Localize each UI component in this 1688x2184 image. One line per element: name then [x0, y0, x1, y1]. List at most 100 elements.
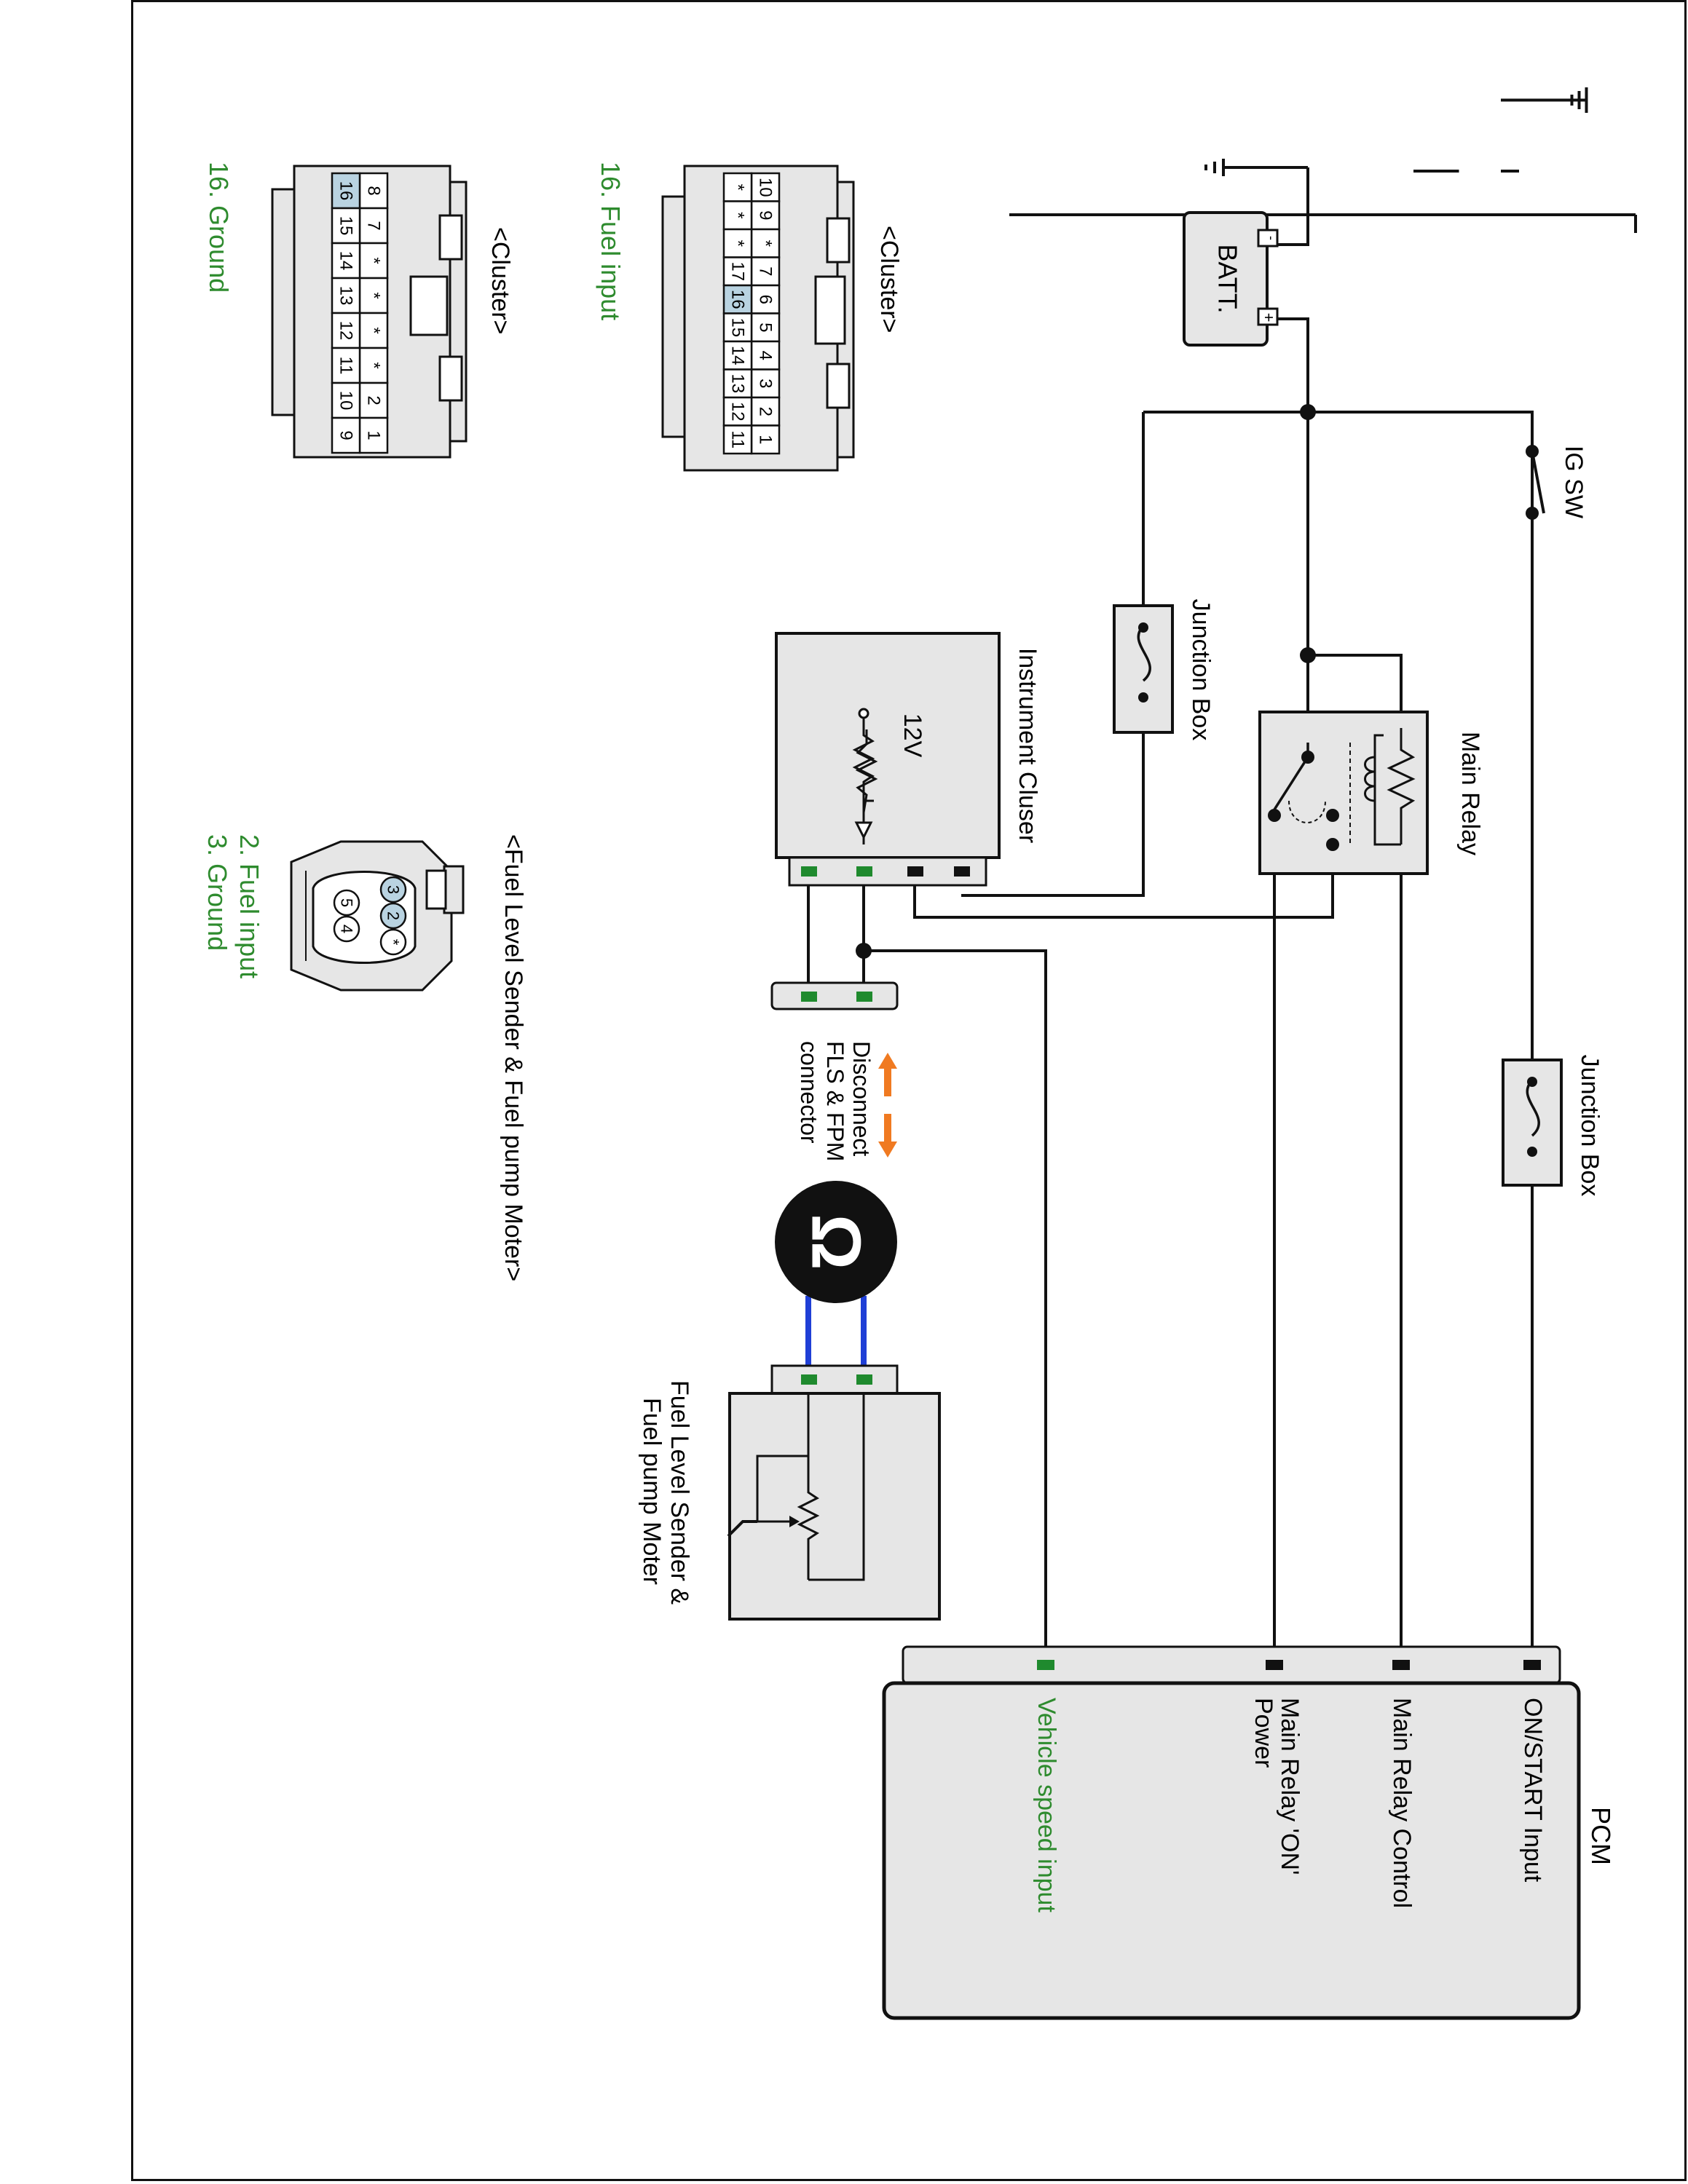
connector-pin-label: 10 [756, 178, 776, 197]
fls-pin-cell [379, 928, 407, 956]
ig-switch: IG SW [1526, 445, 1588, 520]
connector-pin-label: * [756, 240, 776, 247]
connector-pin-green [801, 992, 817, 1002]
disconnect-arrows [878, 1053, 897, 1158]
connector-pin-cell [750, 284, 781, 314]
connector-pin-label: 11 [336, 357, 356, 375]
junction-left-to-cluster [961, 699, 1145, 897]
fls-pin-cell [379, 876, 407, 903]
connector-pin-cell [750, 368, 781, 399]
pcm-main-relay-on-label2: Power [1250, 1698, 1277, 1768]
ohm-symbol: Ω [797, 1214, 875, 1270]
connector-pin-label: 13 [336, 286, 356, 306]
pcm: PCM ON/START Input Main Relay Control Ma… [882, 1645, 1616, 2020]
fls-pin-green [801, 1374, 817, 1385]
connector-pin-label: 8 [364, 186, 384, 195]
ig-sw-label: IG SW [1560, 446, 1588, 518]
fls-pin-label: 2 [384, 911, 403, 920]
fls-label-line2: Fuel pump Moter [638, 1398, 666, 1585]
arrow-down-icon [878, 1142, 897, 1158]
fls-pin-label: * [384, 939, 403, 946]
arrow-up-shaft [884, 1067, 891, 1096]
connector-pin-cell [331, 381, 361, 419]
connector-pin-cell [750, 200, 781, 231]
disconnect-line2: FLS & FPM [822, 1041, 848, 1161]
fls-pin-label: 3 [384, 885, 403, 894]
connector-pin-label: 14 [728, 346, 748, 365]
connector-pin-cell [722, 284, 753, 314]
connector-pin-label: 12 [728, 402, 748, 422]
connector-pin-label: 10 [336, 391, 356, 411]
connector-pin-label: * [364, 362, 384, 368]
harness [805, 1296, 867, 1376]
connector-pin-label: * [364, 292, 384, 298]
connector-pin-label: 11 [728, 430, 748, 448]
connector-pin-cell [331, 242, 361, 280]
junction-box-left: Junction Box [1113, 599, 1215, 741]
volt-12-label: 12V [899, 713, 926, 758]
fls-pin-cell [333, 889, 360, 917]
pcm-pin-main-relay-on [1266, 1660, 1283, 1670]
fls-label-line1: Fuel Level Sender & [666, 1380, 693, 1605]
connector-pin-cell [331, 347, 361, 384]
connector-pin-label: 5 [756, 323, 776, 332]
disconnect-line3: connector [796, 1041, 822, 1144]
cluster-b-title: <Cluster> [486, 227, 514, 334]
fls-caption-1: 2. Fuel input [234, 834, 264, 978]
wires [1009, 87, 1637, 233]
connector-pin-label: 13 [728, 373, 748, 393]
fls-pin-cell [379, 902, 407, 930]
fuel-level-sender: Fuel Level Sender & Fuel pump Moter [638, 1364, 941, 1621]
fls-pin-green [856, 1374, 872, 1385]
connector-pin-label: 2 [364, 395, 384, 405]
connector-pin-cell [722, 228, 753, 258]
connector-pin-label: 1 [756, 435, 776, 444]
fls-pin-label: 4 [338, 925, 356, 933]
connector-pin-green [856, 992, 872, 1002]
junction-box-right-label: Junction Box [1576, 1055, 1604, 1197]
arrow-down-shaft [884, 1114, 891, 1143]
disconnect-line1: Disconnect [848, 1041, 875, 1156]
connector-pin-cell [722, 368, 753, 399]
connector-pin-label: 6 [756, 295, 776, 304]
connector-pin-cell [331, 207, 361, 245]
connector-pin-label: 15 [728, 317, 748, 337]
pcm-vehicle-speed-label: Vehicle speed input [1033, 1698, 1060, 1912]
connector-pin-cell [358, 347, 389, 384]
connector-pin-label: 16 [336, 181, 356, 201]
bplus-bus [1143, 411, 1534, 451]
connector-pin-label: 2 [756, 407, 776, 416]
ground-symbol [1570, 87, 1588, 113]
connector-pin-label: 7 [364, 221, 384, 230]
batt-plus-label: + [1260, 313, 1278, 323]
connector-pin-label: 12 [336, 321, 356, 341]
battery: - + BATT. [1183, 211, 1279, 347]
connector-pin-label: 14 [336, 251, 356, 271]
fls-connector-title: <Fuel Level Sender & Fuel pump Moter> [500, 834, 527, 1281]
connector-pin-label: 9 [336, 430, 356, 440]
cluster-b-caption: 16. Ground [204, 162, 234, 293]
schematic [756, 159, 1545, 1664]
junction-box-left-label: Junction Box [1187, 599, 1215, 741]
cluster-a-caption: 16. Fuel input [596, 162, 626, 320]
main-relay: Main Relay [1258, 711, 1484, 875]
disconnect-connector: Disconnect FLS & FPM connector [770, 981, 899, 1161]
connector-pin-label: 4 [756, 351, 776, 360]
connector-pin-label: 3 [756, 379, 776, 388]
connector-pin-label: 16 [728, 290, 748, 309]
cluster-pin-green [856, 866, 872, 877]
connector-pin-cell [358, 242, 389, 280]
pcm-pin-on-start [1523, 1660, 1541, 1670]
batt-ground-wire [1267, 167, 1309, 246]
connector-pin-cell [722, 200, 753, 231]
connector-pin-cell [722, 424, 753, 455]
vehicle-speed-wire [864, 949, 1047, 1664]
fls-caption-2: 3. Ground [202, 834, 232, 951]
cluster-pin-black [954, 866, 970, 877]
connector-pin-label: 9 [756, 210, 776, 220]
page-border [131, 0, 1687, 2181]
